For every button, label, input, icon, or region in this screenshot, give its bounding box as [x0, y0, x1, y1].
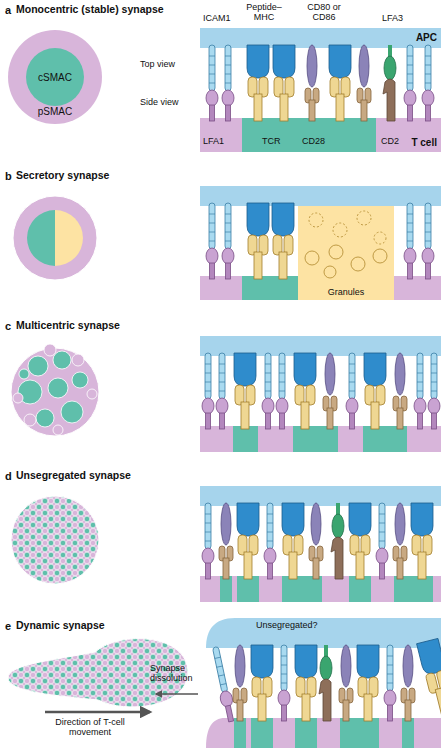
node-label: cSMAC — [38, 72, 72, 83]
panel-title: Multicentric synapse — [16, 320, 120, 332]
panel-letter: d — [5, 470, 12, 482]
molecule-name: LFA1 — [203, 137, 224, 147]
panel-letter: b — [5, 170, 12, 182]
molecule-name: Peptide–MHC — [244, 3, 284, 23]
panel-d — [11, 486, 441, 602]
panel-title: Unsegregated synapse — [16, 470, 131, 482]
panel-b — [13, 186, 441, 300]
panel-c — [11, 336, 441, 452]
view-label: Top view — [140, 60, 190, 70]
psmac-ring: pSMAC cSMAC — [8, 30, 102, 124]
granule-zone: Granules — [298, 206, 394, 300]
node-label: T cell — [411, 137, 437, 148]
molecule-name: ICAM1 — [203, 14, 231, 24]
view-label: Side view — [140, 98, 190, 108]
annotation: Unsegregated? — [256, 621, 318, 631]
apc-membrane: APC — [200, 28, 441, 48]
panel-e — [8, 618, 441, 748]
node-label: Granules — [298, 288, 394, 298]
molecule-name: LFA3 — [382, 14, 403, 24]
arrow-caption: Direction of T-cell movement — [45, 718, 135, 738]
node-label: APC — [416, 32, 437, 43]
molecule-name: CD2 — [381, 137, 399, 147]
tcell-membrane: T cell — [200, 118, 441, 152]
panel-letter: e — [5, 620, 11, 632]
panel-letter: c — [5, 320, 11, 332]
annotation: Synapse dissolution — [150, 664, 200, 684]
panel-letter: a — [5, 4, 11, 16]
molecule-name: TCR — [262, 137, 281, 147]
csmac-disc: cSMAC — [26, 48, 84, 106]
panel-title: Secretory synapse — [16, 170, 109, 182]
molecule-name: CD80 or CD86 — [304, 3, 344, 23]
panel-title: Dynamic synapse — [16, 620, 105, 632]
molecule-name: CD28 — [302, 137, 325, 147]
panel-title: Monocentric (stable) synapse — [16, 4, 164, 16]
node-label: pSMAC — [8, 106, 102, 117]
